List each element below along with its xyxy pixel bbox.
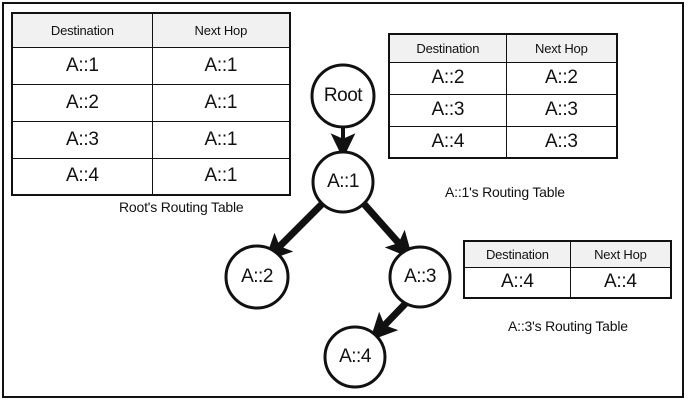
table-header-row: Destination Next Hop (388, 33, 618, 63)
table-header-row: Destination Next Hop (11, 12, 291, 48)
a3-routing-table: Destination Next Hop A::4 A::4 (463, 240, 672, 299)
table-row: A::2 A::2 (388, 61, 618, 95)
table-row: A::3 A::1 (11, 120, 291, 159)
a1-table-caption: A::1's Routing Table (445, 184, 565, 200)
a1-routing-table: Destination Next Hop A::2 A::2 A::3 A::3… (388, 33, 618, 159)
node-label-a1: A::1 (327, 171, 359, 192)
cell-next-hop: A::4 (569, 266, 672, 299)
column-header-next-hop: Next Hop (505, 33, 618, 63)
root-routing-table: Destination Next Hop A::1 A::1 A::2 A::1… (11, 12, 291, 196)
cell-destination: A::4 (388, 125, 507, 159)
cell-next-hop: A::1 (151, 46, 291, 85)
cell-destination: A::1 (11, 46, 153, 85)
cell-next-hop: A::3 (505, 93, 618, 127)
table-row: A::4 A::3 (388, 125, 618, 159)
column-header-destination: Destination (388, 33, 507, 63)
column-header-destination: Destination (11, 12, 153, 48)
cell-next-hop: A::1 (151, 157, 291, 196)
node-label-a4: A::4 (339, 346, 371, 367)
cell-destination: A::2 (11, 83, 153, 122)
column-header-next-hop: Next Hop (151, 12, 291, 48)
table-header-row: Destination Next Hop (463, 240, 672, 268)
cell-next-hop: A::2 (505, 61, 618, 95)
cell-destination: A::4 (11, 157, 153, 196)
node-label-root: Root (323, 85, 363, 106)
table-row: A::2 A::1 (11, 83, 291, 122)
cell-destination: A::3 (388, 93, 507, 127)
figure-border (2, 2, 684, 398)
a3-table-caption: A::3's Routing Table (508, 318, 628, 334)
column-header-next-hop: Next Hop (569, 240, 672, 268)
cell-next-hop: A::1 (151, 83, 291, 122)
cell-next-hop: A::1 (151, 120, 291, 159)
cell-destination: A::2 (388, 61, 507, 95)
cell-destination: A::3 (11, 120, 153, 159)
table-row: A::4 A::1 (11, 157, 291, 196)
node-label-a2: A::2 (241, 266, 273, 287)
cell-destination: A::4 (463, 266, 571, 299)
table-row: A::3 A::3 (388, 93, 618, 127)
table-row: A::1 A::1 (11, 46, 291, 85)
column-header-destination: Destination (463, 240, 571, 268)
cell-next-hop: A::3 (505, 125, 618, 159)
root-table-caption: Root's Routing Table (119, 199, 244, 215)
table-row: A::4 A::4 (463, 266, 672, 299)
node-label-a3: A::3 (404, 266, 436, 287)
